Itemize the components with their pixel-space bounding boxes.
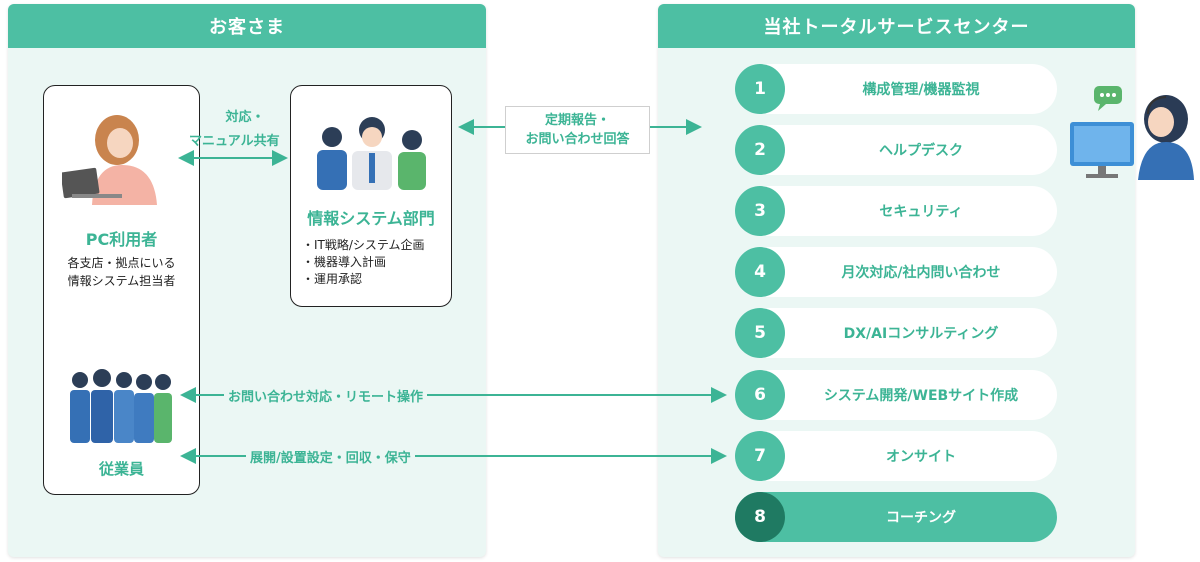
operator-illustration [1070,86,1194,180]
arrow-manual-label-2: マニュアル共有 [189,134,280,149]
it-team-illustration [317,117,426,190]
employees-illustration [70,369,172,443]
service-center-panel-title: 当社トータルサービスセンター [658,4,1135,48]
service-item-2[interactable]: 2 ヘルプデスク [735,125,1057,175]
service-number: 5 [735,308,785,358]
service-item-5[interactable]: 5 DX/AIコンサルティング [735,308,1057,358]
service-label: コーチング [886,510,956,526]
it-dept-title: 情報システム部門 [307,209,435,228]
report-label-2: お問い合わせ回答 [525,132,630,147]
service-label: 構成管理/機器監視 [862,82,980,98]
it-dept-item-1: ・IT戦略/システム企画 [302,238,425,252]
service-item-4[interactable]: 4 月次対応/社内問い合わせ [735,247,1057,297]
service-number: 2 [735,125,785,175]
it-dept-item-2: ・機器導入計画 [302,255,387,269]
pc-user-desc-2: 情報システム担当者 [67,274,176,288]
service-label: ヘルプデスク [879,143,963,159]
service-item-7[interactable]: 7 オンサイト [735,431,1057,481]
pc-user-title: PC利用者 [85,230,158,249]
arrow-remote-label: お問い合わせ対応・リモート操作 [224,386,428,405]
it-dept-item-3: ・運用承認 [302,272,363,286]
pc-user-desc-1: 各支店・拠点にいる [67,256,176,270]
service-label: システム開発/WEBサイト作成 [823,388,1019,404]
service-number: 8 [735,492,785,542]
service-label: セキュリティ [879,204,963,220]
service-number: 6 [735,370,785,420]
service-item-1[interactable]: 1 構成管理/機器監視 [735,64,1057,114]
pc-user-illustration [62,115,157,205]
employees-title: 従業員 [98,460,144,478]
service-item-6[interactable]: 6 システム開発/WEBサイト作成 [735,370,1057,420]
arrow-deploy-label: 展開/設置設定・回収・保守 [246,447,415,466]
service-label: 月次対応/社内問い合わせ [841,265,1001,281]
service-number: 3 [735,186,785,236]
service-label: オンサイト [886,449,956,465]
service-item-3[interactable]: 3 セキュリティ [735,186,1057,236]
service-number: 7 [735,431,785,481]
arrow-manual-label-1: 対応・ [225,110,265,125]
report-label-1: 定期報告・ [544,113,610,128]
customer-panel-title: お客さま [8,4,486,48]
service-number: 4 [735,247,785,297]
service-item-8[interactable]: 8 コーチング [735,492,1057,542]
service-label: DX/AIコンサルティング [843,326,999,342]
report-box: 定期報告・ お問い合わせ回答 [505,106,650,154]
service-number: 1 [735,64,785,114]
